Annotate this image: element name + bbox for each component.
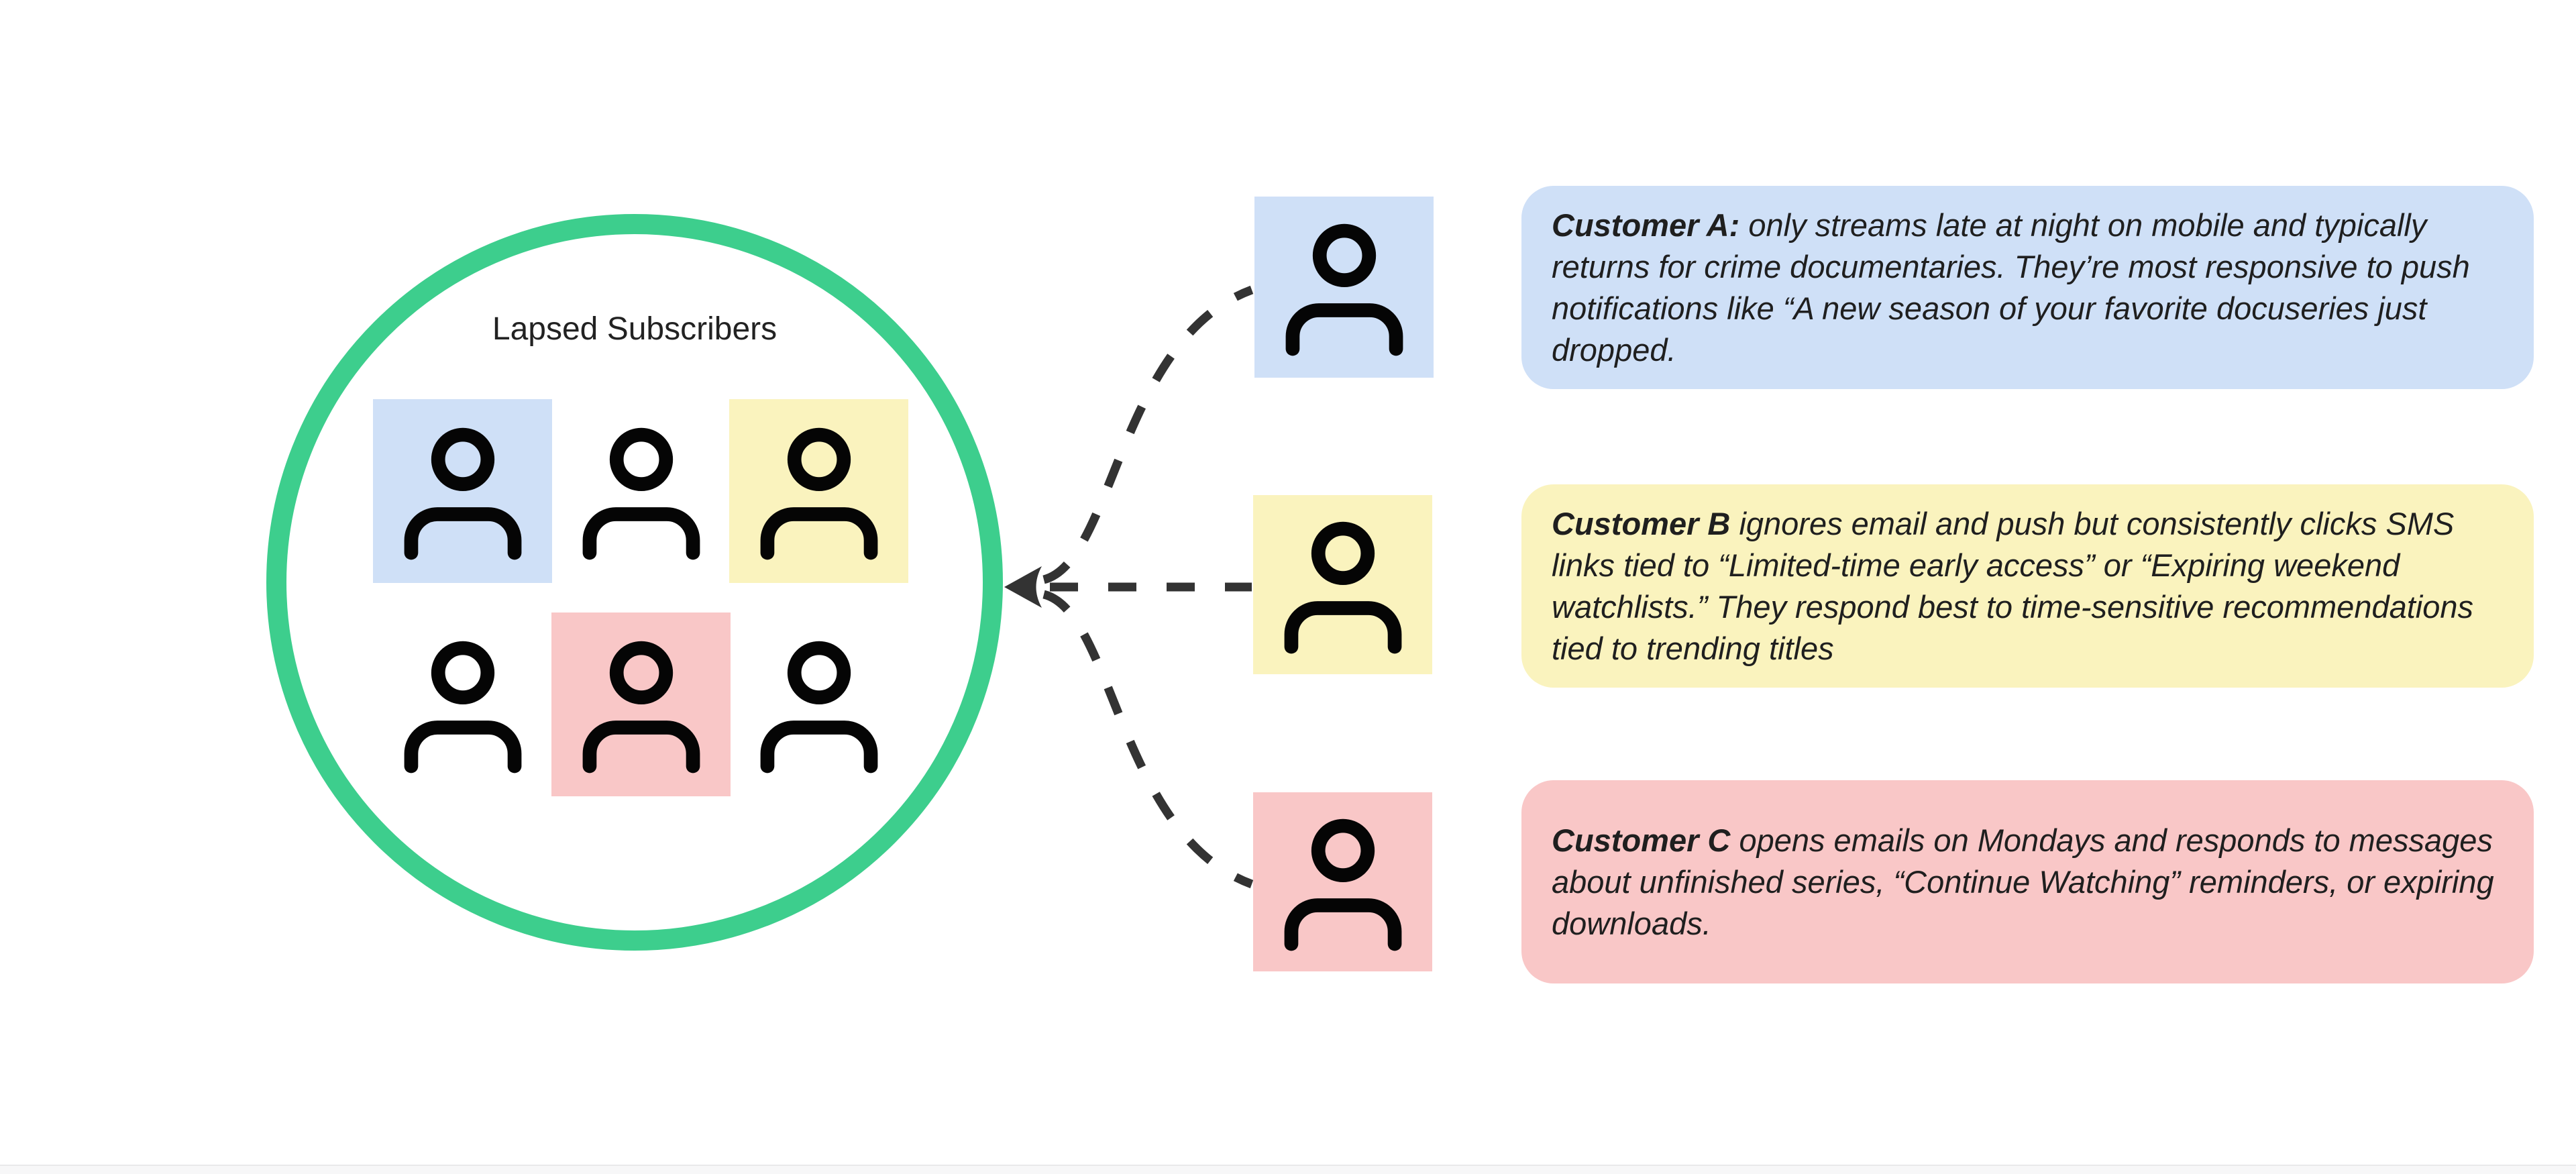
person-tile[interactable] <box>373 612 552 796</box>
canvas-bottom-edge <box>0 1165 2576 1174</box>
person-icon <box>760 427 877 560</box>
person-icon <box>1284 818 1401 951</box>
persona-b-card[interactable]: Customer B ignores email and push but co… <box>1521 484 2534 688</box>
persona-a-card[interactable]: Customer A: only streams late at night o… <box>1521 186 2534 389</box>
person-icon <box>760 641 877 773</box>
connector-bottom <box>1042 590 1254 889</box>
persona-c-icon-tile[interactable] <box>1253 792 1432 971</box>
persona-a-description: only streams late at night on mobile and… <box>1552 207 2470 368</box>
person-icon <box>582 641 700 773</box>
persona-b-name: Customer B <box>1552 505 1731 541</box>
person-icon <box>404 427 521 560</box>
person-icon <box>404 641 521 773</box>
person-tile[interactable] <box>729 399 908 583</box>
persona-b-description: ignores email and push but consistently … <box>1552 505 2474 666</box>
persona-a-icon-tile[interactable] <box>1254 197 1434 378</box>
persona-c-text: Customer C opens emails on Mondays and r… <box>1552 820 2504 945</box>
persona-c-name: Customer C <box>1552 822 1731 858</box>
person-icon <box>1284 521 1401 653</box>
person-tile[interactable] <box>551 399 731 583</box>
connector-top <box>1042 285 1254 584</box>
persona-b-text: Customer B ignores email and push but co… <box>1552 503 2504 670</box>
cluster-label: Lapsed Subscribers <box>492 311 777 347</box>
persona-a-name: Customer A: <box>1552 207 1740 243</box>
persona-b-icon-tile[interactable] <box>1253 495 1432 674</box>
person-tile[interactable] <box>373 399 552 583</box>
branch-arrow-icon <box>1004 566 1042 608</box>
person-tile[interactable] <box>729 612 908 796</box>
persona-a-text: Customer A: only streams late at night o… <box>1552 205 2504 371</box>
persona-c-card[interactable]: Customer C opens emails on Mondays and r… <box>1521 780 2534 983</box>
person-icon <box>1285 223 1403 356</box>
person-tile[interactable] <box>551 612 731 796</box>
persona-c-description: opens emails on Mondays and responds to … <box>1552 822 2494 941</box>
person-icon <box>582 427 700 560</box>
